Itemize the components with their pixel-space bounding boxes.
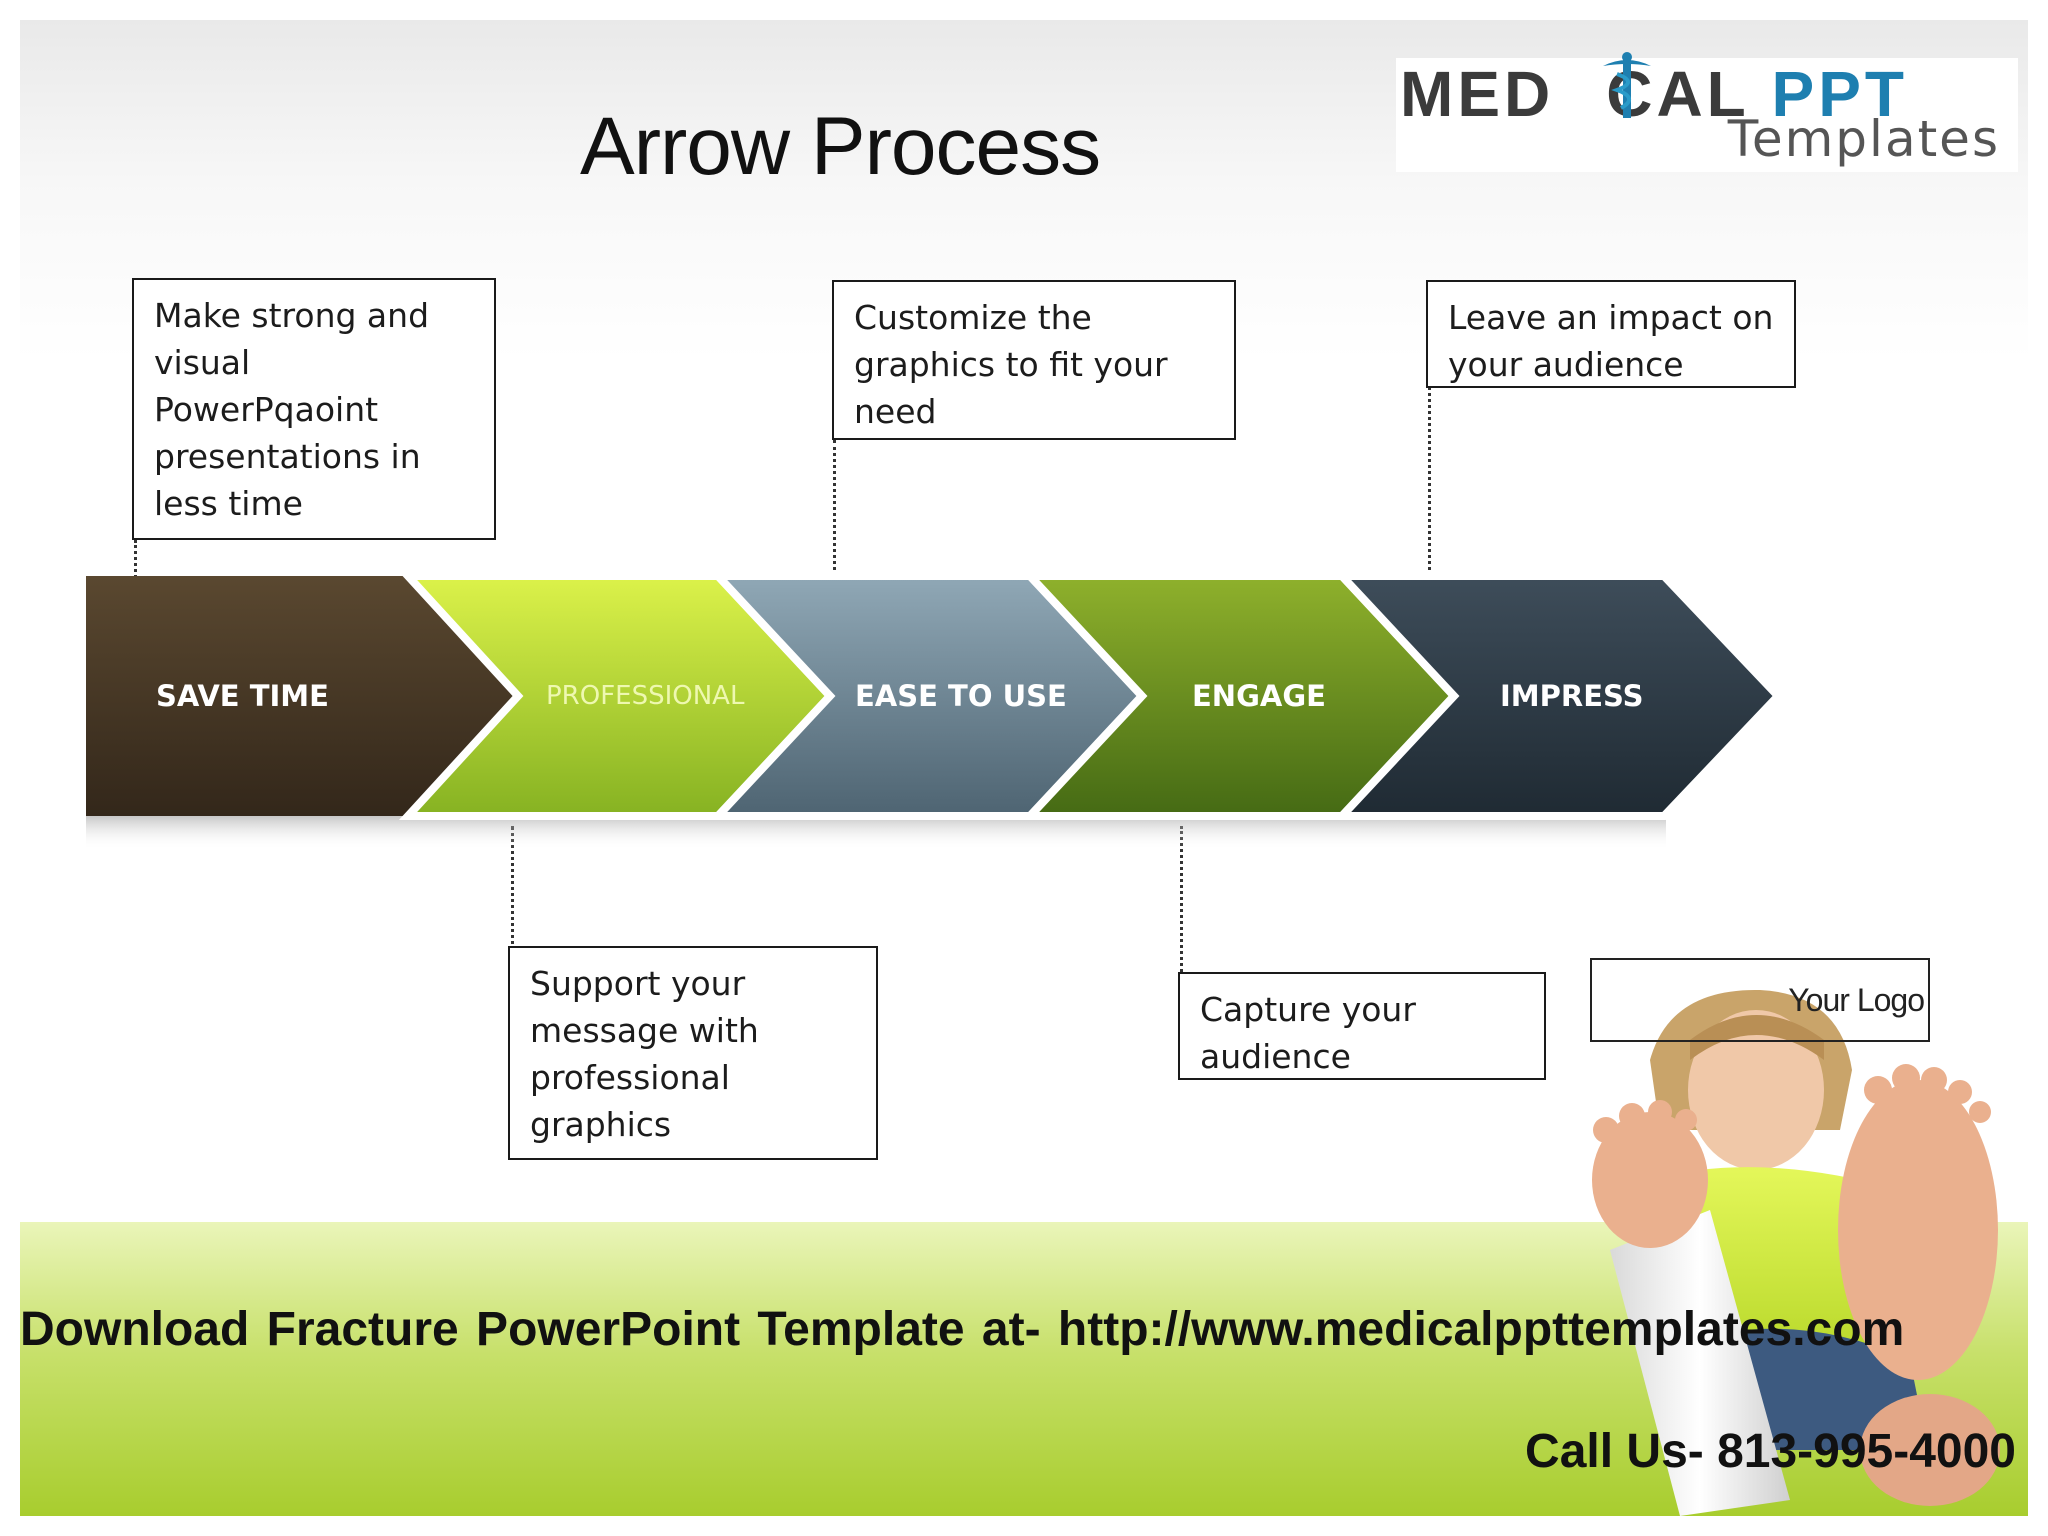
leader-line-professional xyxy=(511,826,514,970)
leader-line-engage xyxy=(1180,826,1183,996)
step-label-impress: IMPRESS xyxy=(1500,679,1644,713)
caduceus-icon xyxy=(1603,52,1651,118)
step-label-save-time: SAVE TIME xyxy=(156,679,329,713)
step-label-engage: ENGAGE xyxy=(1192,679,1326,713)
step-label-ease-to-use: EASE TO USE xyxy=(855,679,1067,713)
logo-word-ppt: PPT xyxy=(1771,58,1908,130)
leader-line-ease-to-use xyxy=(833,440,836,594)
logo-word-med: MED xyxy=(1400,58,1555,130)
logo-subtitle: Templates xyxy=(1727,110,2000,168)
call-us-text: Call Us- 813-995-4000 xyxy=(1525,1425,2016,1478)
your-logo-text: Your Logo xyxy=(1788,982,1925,1018)
arrow-shadow xyxy=(86,816,1666,850)
child-with-leg-cast-photo xyxy=(1592,989,2000,1516)
note-engage: Capture your audience xyxy=(1178,972,1546,1080)
download-template-text: Download Fracture PowerPoint Template at… xyxy=(20,1303,1905,1356)
note-professional: Support your message with professional g… xyxy=(508,946,878,1160)
slide-title: Arrow Process xyxy=(580,101,1101,192)
arrow-segment-save-time xyxy=(86,576,518,816)
your-logo-placeholder: Your Logo xyxy=(1590,958,1930,1042)
leader-line-save-time xyxy=(134,540,137,596)
note-save-time: Make strong and visual PowerPqaoint pres… xyxy=(132,278,496,540)
arrow-process-diagram xyxy=(86,572,1784,850)
arrow-segment-impress xyxy=(1332,572,1784,820)
leader-line-impress xyxy=(1428,374,1431,594)
note-impress: Leave an impact on your audience xyxy=(1426,280,1796,388)
note-ease-to-use: Customize the graphics to fit your need xyxy=(832,280,1236,440)
step-label-professional: PROFESSIONAL xyxy=(546,681,745,711)
